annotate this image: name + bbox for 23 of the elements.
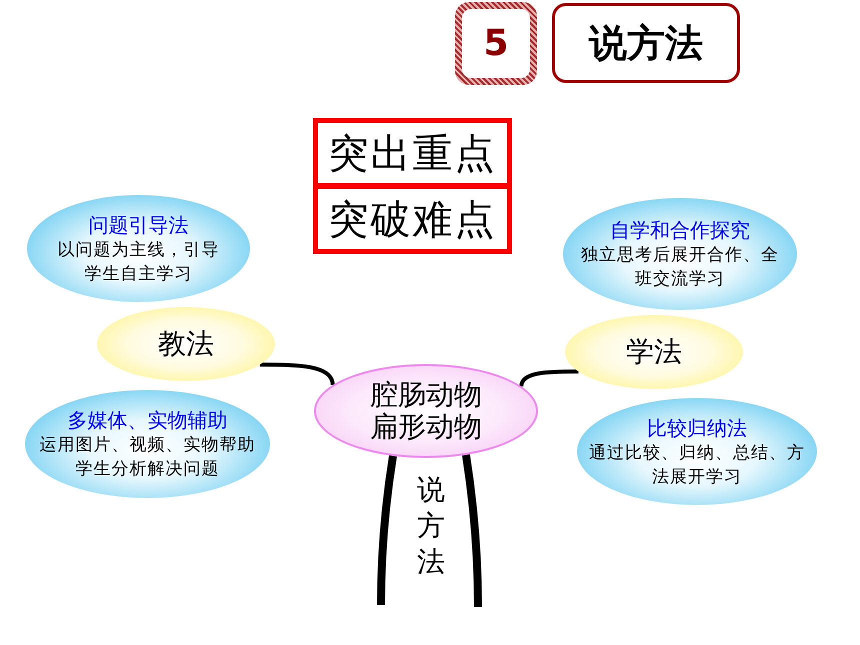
connector-line [519, 370, 578, 387]
method-description: 独立思考后展开合作、全班交流学习 [580, 244, 780, 291]
branch-text: 学法 [626, 334, 682, 370]
method-heading: 多媒体、实物辅助 [68, 407, 228, 433]
method-description: 以问题为主线，引导学生自主学习 [56, 238, 220, 286]
topic-text: 腔肠动物 [370, 379, 482, 411]
key-point-text: 突破难点 [328, 196, 496, 244]
step-number: 5 [483, 23, 509, 64]
method-heading: 比较归纳法 [647, 414, 747, 440]
vertical-label: 说方法 [417, 472, 446, 580]
topic-text: 扁形动物 [370, 411, 482, 443]
connector-line [377, 455, 397, 606]
key-point-text: 突出重点 [328, 130, 496, 178]
title-text: 说方法 [589, 20, 703, 66]
connector-line [462, 454, 482, 608]
branch-text: 教法 [158, 326, 214, 362]
method-description: 通过比较、归纳、总结、方法展开学习 [588, 442, 806, 488]
title-box [552, 3, 740, 83]
method-description: 运用图片、视频、实物帮助学生分析解决问题 [40, 434, 256, 481]
method-heading: 自学和合作探究 [610, 217, 750, 243]
connector-line [260, 362, 335, 386]
number-badge [455, 2, 537, 85]
method-heading: 问题引导法 [88, 212, 188, 238]
